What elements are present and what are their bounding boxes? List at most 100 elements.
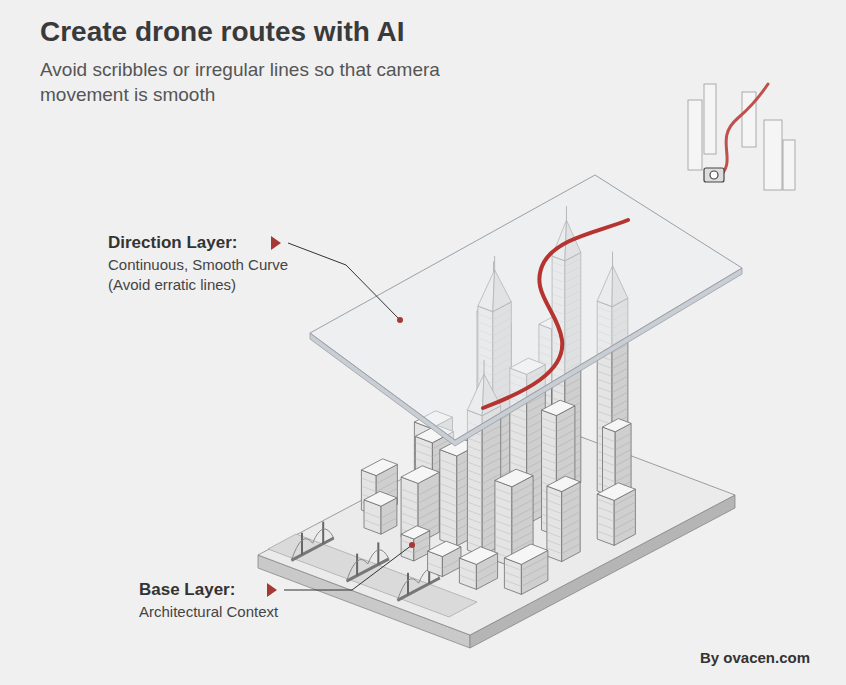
building: [364, 491, 397, 534]
window-line: [597, 531, 614, 537]
window-line: [547, 508, 562, 514]
bridge-tower: [356, 554, 358, 576]
window-line: [597, 499, 614, 505]
window-line: [440, 532, 457, 538]
window-line: [482, 466, 501, 476]
building: [401, 466, 439, 544]
window-line: [440, 500, 457, 506]
bridge-cable: [347, 550, 389, 581]
window-line: [521, 572, 548, 586]
window-line: [482, 442, 501, 452]
window-line: [510, 422, 527, 428]
window-line: [597, 515, 614, 521]
window-line: [615, 473, 631, 481]
building: [428, 541, 461, 576]
window-line: [615, 441, 631, 449]
window-line: [565, 386, 581, 394]
window-line: [556, 414, 575, 424]
camera-icon: [704, 168, 724, 182]
leader-dot: [397, 317, 403, 323]
window-line: [556, 430, 575, 440]
window-line: [495, 496, 512, 502]
window-line: [510, 454, 527, 460]
window-line: [603, 469, 616, 474]
window-line: [418, 484, 439, 495]
window-line: [603, 453, 616, 458]
window-line: [547, 516, 562, 522]
callout-text: Continuous, Smooth Curve (Avoid erratic …: [108, 255, 308, 294]
window-line: [467, 462, 482, 468]
window-line: [440, 516, 457, 522]
window-line: [467, 518, 482, 524]
window-line: [615, 457, 631, 465]
window-line: [467, 454, 482, 460]
window-line: [542, 458, 557, 464]
callout-marker: [267, 583, 277, 597]
window-line: [562, 536, 581, 546]
window-line: [504, 572, 521, 578]
window-line: [521, 564, 548, 578]
building: [504, 544, 548, 594]
window-line: [361, 486, 376, 492]
bridge-deck: [291, 538, 333, 560]
window-line: [542, 442, 557, 448]
window-line: [612, 408, 628, 416]
window-line: [547, 532, 562, 538]
window-line: [415, 458, 432, 464]
route-curve: [483, 220, 628, 408]
building-face: [597, 494, 614, 545]
window-line: [612, 352, 628, 360]
window-line: [542, 434, 557, 440]
window-line: [597, 523, 614, 529]
bridge-tower: [407, 573, 409, 595]
window-line: [495, 544, 512, 550]
window-line: [476, 562, 497, 573]
window-line: [467, 526, 482, 532]
window-line: [597, 403, 612, 409]
window-line: [482, 434, 501, 444]
window-line: [381, 510, 397, 518]
window-line: [556, 422, 575, 432]
window-line: [495, 488, 512, 494]
callout-marker: [271, 236, 281, 250]
building-roof: [364, 491, 397, 506]
callout-text: Architectural Context: [139, 602, 339, 622]
window-line: [565, 378, 581, 386]
subtitle: Avoid scribbles or irregular lines so th…: [40, 58, 480, 107]
bridge-deck: [397, 578, 439, 600]
window-line: [562, 496, 581, 506]
window-line: [556, 462, 575, 472]
window-line: [440, 492, 457, 498]
building-roof: [547, 476, 580, 491]
building-roof: [401, 526, 430, 539]
window-line: [547, 500, 562, 506]
window-line: [547, 492, 562, 498]
window-line: [597, 379, 612, 385]
window-line: [495, 520, 512, 526]
window-line: [556, 454, 575, 464]
window-line: [542, 466, 557, 472]
window-line: [495, 512, 512, 518]
building-roof: [459, 547, 497, 565]
window-line: [440, 508, 457, 514]
window-line: [428, 563, 443, 569]
window-line: [467, 438, 482, 444]
window-line: [565, 394, 581, 402]
window-line: [440, 476, 457, 482]
window-line: [597, 363, 612, 369]
window-line: [612, 376, 628, 384]
window-line: [467, 510, 482, 516]
window-line: [612, 368, 628, 376]
window-line: [364, 520, 381, 526]
bridges: [291, 522, 439, 601]
window-line: [597, 395, 612, 401]
window-line: [440, 468, 457, 474]
window-line: [482, 458, 501, 468]
building-roof: [361, 459, 397, 476]
bridge-tower: [301, 533, 303, 555]
building: [459, 547, 497, 590]
window-line: [467, 494, 482, 500]
window-line: [603, 437, 616, 442]
window-line: [562, 520, 581, 530]
river: [268, 534, 477, 617]
